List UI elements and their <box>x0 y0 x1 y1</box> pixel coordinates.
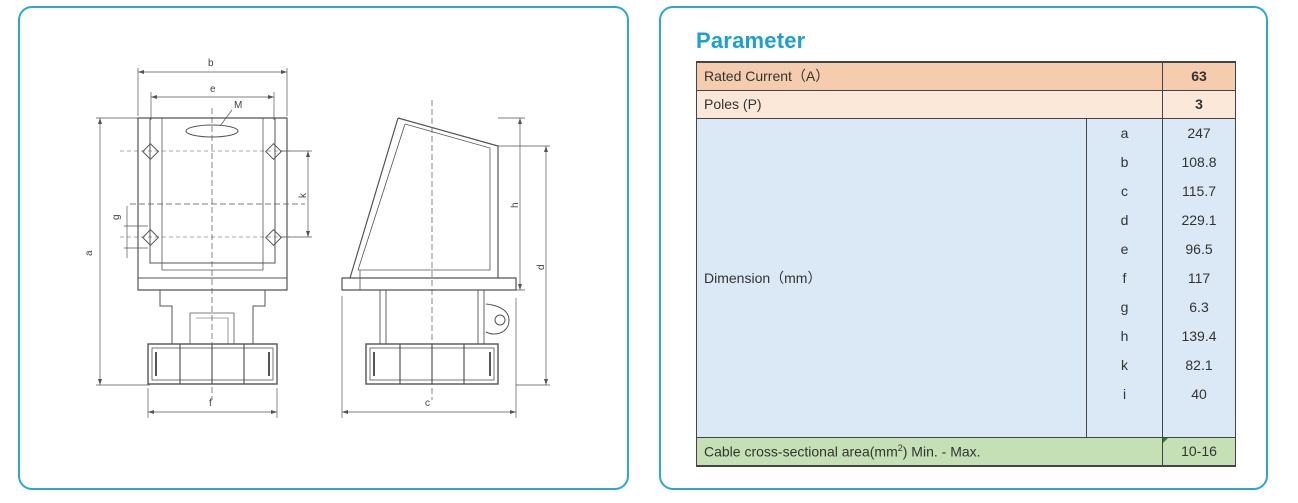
cable-area-label-suffix: ) Min. - Max. <box>902 443 981 460</box>
dim-letter-h: h <box>510 202 521 208</box>
dimension-value <box>1162 408 1236 438</box>
dimension-key: b <box>1086 147 1163 176</box>
dimension-key: g <box>1086 292 1163 321</box>
dimension-key <box>1086 408 1163 438</box>
dimension-value: 115.7 <box>1162 176 1236 205</box>
dimension-value: 247 <box>1162 118 1236 147</box>
rated-current-row: Rated Current（A） 63 <box>696 61 1236 91</box>
cable-area-value: 10-16 <box>1162 436 1236 467</box>
dim-letter-k: k <box>298 192 309 198</box>
dimension-key: i <box>1086 379 1163 408</box>
drawing-panel: b e M <box>18 6 629 490</box>
dim-letter-a: a <box>84 250 95 256</box>
parameter-title: Parameter <box>696 28 806 53</box>
dimension-value: 40 <box>1162 379 1236 408</box>
dim-letter-m: M <box>234 100 242 111</box>
dimension-key: c <box>1086 176 1163 205</box>
dim-letter-g: g <box>111 214 122 220</box>
dimension-value: 117 <box>1162 263 1236 292</box>
socket-dimension-drawing: b e M <box>84 58 550 418</box>
dimension-value: 6.3 <box>1162 292 1236 321</box>
dimension-key: a <box>1086 118 1163 147</box>
dimension-key: e <box>1086 234 1163 263</box>
side-view: h d c <box>341 100 550 418</box>
dim-letter-f: f <box>209 398 212 409</box>
cable-area-row: Cable cross-sectional area(mm2) Min. - M… <box>696 436 1236 467</box>
dimension-label: Dimension（mm） <box>696 117 1087 438</box>
rated-current-label: Rated Current（A） <box>696 61 1163 91</box>
cable-area-label-sup: 2 <box>897 442 903 453</box>
dimension-key: f <box>1086 263 1163 292</box>
rated-current-value: 63 <box>1162 61 1236 91</box>
dimension-value: 229.1 <box>1162 205 1236 234</box>
cable-area-label: Cable cross-sectional area(mm2) Min. - M… <box>696 436 1163 467</box>
dimension-key: d <box>1086 205 1163 234</box>
poles-value: 3 <box>1162 89 1236 119</box>
dimension-value: 82.1 <box>1162 350 1236 379</box>
poles-row: Poles (P) 3 <box>696 89 1236 119</box>
parameter-table: Rated Current（A） 63 Poles (P) 3 Dimensio… <box>696 61 1236 467</box>
dimension-value: 108.8 <box>1162 147 1236 176</box>
front-view: b e M <box>84 58 312 418</box>
dim-letter-e: e <box>210 84 216 95</box>
dim-letter-c: c <box>425 398 430 409</box>
dimension-value: 96.5 <box>1162 234 1236 263</box>
dim-letter-d: d <box>536 264 547 270</box>
dimension-key: h <box>1086 321 1163 350</box>
poles-label: Poles (P) <box>696 89 1163 119</box>
dimension-key: k <box>1086 350 1163 379</box>
dimension-row <box>697 408 1236 438</box>
parameter-panel: Parameter Rated Current（A） 63 Poles (P) … <box>659 6 1268 490</box>
dimension-value: 139.4 <box>1162 321 1236 350</box>
dim-letter-b: b <box>208 58 214 69</box>
cable-area-label-text: Cable cross-sectional area(mm <box>704 443 898 460</box>
